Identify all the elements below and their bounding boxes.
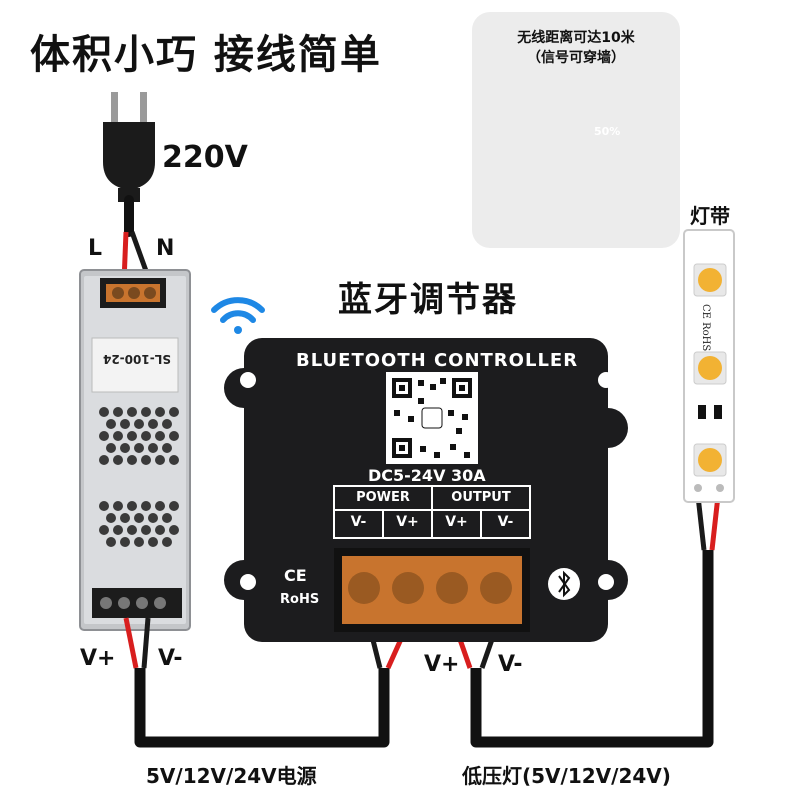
power-supply-caption: 5V/12V/24V电源 [146, 764, 317, 788]
psu-model-label: SL-100-24 [103, 352, 171, 366]
remote-through-wall-line: （信号可穿墙） [527, 50, 625, 66]
terminal-label: V+ [396, 514, 419, 530]
controller-section-title: 蓝牙调节器 [338, 280, 518, 320]
output-group-label: OUTPUT [451, 490, 511, 505]
controller-v-plus-label: V+ [424, 652, 460, 677]
controller-v-minus-label: V- [498, 652, 523, 677]
remote-info-card [472, 12, 680, 248]
terminal-label: V- [350, 514, 367, 530]
controller-rating: DC5-24V 30A [368, 466, 486, 485]
rohs-mark: RoHS [280, 592, 320, 607]
psu-v-plus-label: V+ [80, 646, 116, 671]
led-strip-marking: CE RoHS [700, 304, 711, 352]
terminal-n-label: N [156, 236, 175, 261]
ce-mark: CE [284, 566, 307, 585]
power-supply-unit [79, 269, 191, 631]
wifi-icon [211, 297, 265, 334]
led-strip-title: 灯带 [690, 204, 730, 228]
remote-range-caption: 无线距离可达10米 （信号可穿墙） [472, 28, 680, 68]
bluetooth-controller-body [224, 338, 628, 642]
input-voltage-label: 220V [162, 140, 248, 175]
led-strip-caption: 低压灯(5V/12V/24V) [462, 764, 671, 788]
remote-range-line: 无线距离可达10米 [517, 30, 635, 46]
terminal-l-label: L [88, 236, 103, 261]
terminal-label: V- [497, 514, 514, 530]
power-group-label: POWER [356, 490, 410, 505]
phone-brightness-percent: 50% [594, 125, 621, 138]
led-strip [683, 229, 735, 503]
controller-brand-text: BLUETOOTH CONTROLLER [296, 350, 579, 371]
psu-v-minus-label: V- [158, 646, 183, 671]
headline: 体积小巧 接线简单 [30, 32, 382, 78]
terminal-label: V+ [445, 514, 468, 530]
